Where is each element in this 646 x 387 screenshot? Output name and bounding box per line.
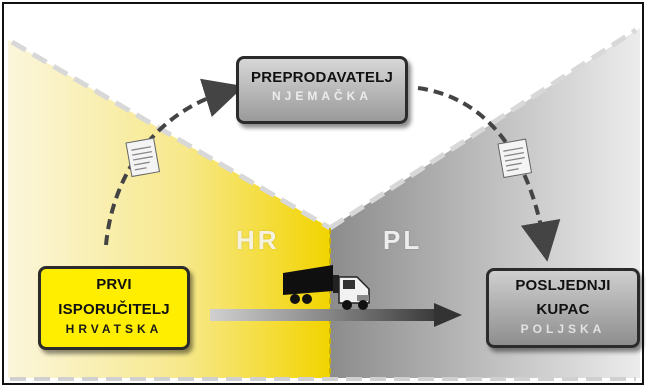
pl-region-border: [328, 27, 638, 231]
truck-icon: [283, 265, 370, 310]
dashed-arrow-to-buyer: [417, 86, 561, 262]
reseller-country: NJEMAČKA: [271, 89, 372, 103]
first-supplier-name-line2: ISPORUČITELJ: [58, 301, 170, 318]
hr-region-border: [10, 39, 332, 231]
document-icon: [125, 137, 161, 178]
last-buyer-name-line2: KUPAC: [536, 301, 590, 318]
goods-flow-arrow: [210, 303, 462, 327]
reseller-name: PREPRODAVATELJ: [251, 69, 393, 86]
last-buyer-name-line1: POSLJEDNJI: [515, 277, 611, 294]
last-buyer-box: POSLJEDNJI KUPAC POLJSKA: [486, 268, 640, 348]
reseller-box: PREPRODAVATELJ NJEMAČKA: [236, 56, 408, 124]
region-label-hr: HR: [236, 225, 280, 255]
document-icon: [497, 138, 533, 179]
last-buyer-country: POLJSKA: [520, 322, 606, 336]
region-label-pl: PL: [383, 225, 423, 255]
first-supplier-country: HRVATSKA: [65, 322, 163, 336]
first-supplier-box: PRVI ISPORUČITELJ HRVATSKA: [38, 266, 190, 350]
first-supplier-name-line1: PRVI: [96, 276, 132, 293]
